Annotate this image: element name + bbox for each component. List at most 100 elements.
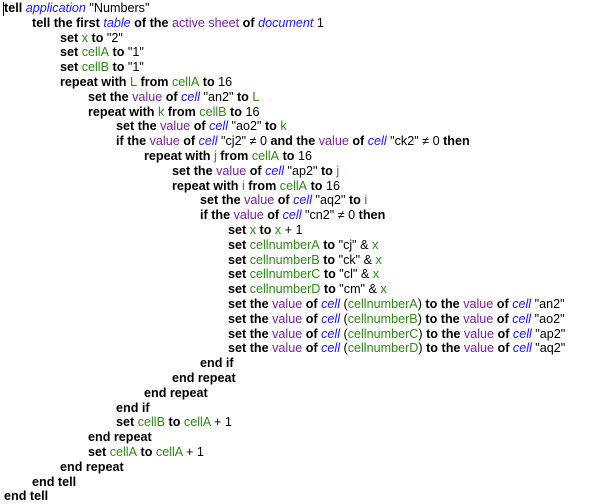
code-token-keyword: repeat with bbox=[60, 75, 130, 89]
code-line[interactable]: repeat with L from cellA to 16 bbox=[60, 75, 232, 90]
code-token-keyword: to bbox=[165, 415, 184, 430]
code-token-literal: "1" bbox=[127, 45, 144, 60]
code-line[interactable]: set cellnumberD to "cm" & x bbox=[228, 282, 387, 297]
code-token-literal: 16 bbox=[218, 75, 233, 89]
code-line[interactable]: tell the first table of the active sheet… bbox=[32, 16, 324, 31]
code-line[interactable]: if the value of cell "cn2" ≠ 0 then bbox=[200, 208, 385, 223]
code-token-literal: "Numbers" bbox=[85, 1, 150, 15]
code-token-variable: cellnumberB bbox=[347, 311, 418, 326]
code-line[interactable]: set cellB to cellA + 1 bbox=[116, 415, 232, 430]
code-token-literal: 16 bbox=[245, 104, 260, 119]
code-token-keyword: of bbox=[302, 326, 322, 341]
code-token-variable: cellA bbox=[109, 445, 137, 459]
code-token-property: value bbox=[216, 163, 247, 178]
code-token-keyword: to bbox=[88, 30, 107, 45]
code-line[interactable]: set the value of cell (cellnumberB) to t… bbox=[228, 312, 565, 327]
code-line[interactable]: set cellnumberA to "cj" & x bbox=[228, 238, 378, 253]
code-token-literal: ) bbox=[417, 297, 426, 311]
code-token-application-term: cell bbox=[512, 297, 532, 311]
code-token-keyword: to bbox=[320, 163, 337, 178]
code-line[interactable]: set the value of cell (cellnumberD) to t… bbox=[228, 341, 565, 356]
code-token-variable: L bbox=[252, 89, 260, 104]
code-line[interactable]: set the value of cell "ap2" to j bbox=[172, 164, 339, 179]
code-token-keyword: to the bbox=[426, 326, 464, 341]
code-line[interactable]: end repeat bbox=[88, 430, 152, 445]
code-line[interactable]: set cellA to cellA + 1 bbox=[88, 445, 204, 460]
code-token-keyword: of bbox=[348, 134, 368, 149]
code-token-keyword: of bbox=[493, 297, 513, 311]
code-token-keyword: end tell bbox=[32, 474, 77, 489]
code-token-property: value bbox=[132, 89, 163, 104]
code-token-variable: cellnumberC bbox=[249, 267, 321, 282]
code-token-keyword: of bbox=[494, 341, 513, 356]
code-line[interactable]: end repeat bbox=[144, 386, 208, 401]
code-token-variable: x bbox=[372, 237, 379, 252]
code-token-literal: "cl" & bbox=[339, 267, 373, 282]
code-token-application-term: application bbox=[25, 1, 86, 15]
code-line[interactable]: end repeat bbox=[172, 371, 236, 386]
code-token-variable: L bbox=[129, 75, 137, 89]
code-token-variable: cellnumberD bbox=[249, 282, 321, 297]
code-token-keyword: set the bbox=[88, 89, 133, 104]
code-token-literal: ( bbox=[340, 311, 348, 326]
code-token-literal: + 1 bbox=[210, 415, 232, 430]
code-line[interactable]: set cellA to "1" bbox=[60, 45, 144, 60]
code-token-keyword: repeat with bbox=[172, 178, 242, 193]
code-line[interactable]: repeat with i from cellA to 16 bbox=[172, 179, 340, 194]
code-token-literal: "cn2" ≠ 0 bbox=[301, 208, 359, 223]
code-token-keyword: to bbox=[226, 104, 246, 119]
code-token-keyword: of bbox=[494, 326, 513, 341]
code-token-variable: i bbox=[364, 193, 368, 208]
code-line[interactable]: set the value of cell "an2" to L bbox=[88, 90, 259, 105]
code-token-keyword: set the bbox=[228, 297, 273, 311]
code-line[interactable]: set the value of cell "aq2" to i bbox=[200, 193, 367, 208]
code-token-variable: x bbox=[380, 282, 387, 297]
code-line[interactable]: set cellnumberC to "cl" & x bbox=[228, 267, 379, 282]
code-token-variable: k bbox=[157, 104, 165, 119]
code-line[interactable]: end tell bbox=[4, 489, 48, 504]
code-line[interactable]: repeat with k from cellB to 16 bbox=[88, 105, 259, 120]
code-token-variable: k bbox=[280, 119, 287, 134]
code-token-keyword: to bbox=[307, 178, 326, 193]
code-token-literal: ( bbox=[340, 297, 348, 311]
code-line[interactable]: set cellnumberB to "ck" & x bbox=[228, 253, 382, 268]
code-token-variable: cellnumberB bbox=[249, 252, 320, 267]
code-token-property: value bbox=[463, 297, 494, 311]
code-token-keyword: tell the first bbox=[32, 15, 104, 30]
code-token-application-term: cell bbox=[265, 163, 284, 178]
code-token-keyword: if the bbox=[116, 134, 150, 149]
code-token-keyword: of bbox=[302, 341, 322, 356]
code-line[interactable]: end if bbox=[116, 401, 150, 416]
code-token-property: active sheet bbox=[171, 15, 240, 30]
code-token-keyword: then bbox=[443, 134, 470, 149]
code-line[interactable]: if the value of cell "cj2" ≠ 0 and the v… bbox=[116, 134, 470, 149]
code-token-keyword: to bbox=[279, 149, 298, 163]
code-token-keyword: end repeat bbox=[144, 385, 208, 400]
code-line[interactable]: end if bbox=[200, 356, 234, 371]
code-token-keyword: set the bbox=[228, 326, 273, 341]
code-line[interactable]: set x to "2" bbox=[60, 31, 123, 46]
code-line[interactable]: tell application "Numbers" bbox=[4, 1, 149, 16]
code-token-application-term: cell bbox=[512, 326, 532, 341]
code-token-keyword: to the bbox=[425, 297, 464, 311]
code-line[interactable]: set cellB to "1" bbox=[60, 60, 144, 75]
code-token-variable: j bbox=[336, 163, 340, 178]
code-token-keyword: of bbox=[493, 311, 513, 326]
code-token-literal: "cm" & bbox=[339, 282, 381, 297]
code-line[interactable]: repeat with j from cellA to 16 bbox=[144, 149, 312, 164]
code-line[interactable]: set the value of cell (cellnumberC) to t… bbox=[228, 327, 565, 342]
code-line[interactable]: set x to x + 1 bbox=[228, 223, 303, 238]
code-token-keyword: to bbox=[256, 223, 275, 237]
code-token-keyword: end repeat bbox=[88, 430, 152, 445]
code-line[interactable]: end repeat bbox=[60, 460, 124, 475]
code-line[interactable]: set the value of cell (cellnumberA) to t… bbox=[228, 297, 565, 312]
code-token-property: value bbox=[244, 193, 275, 208]
code-token-application-term: cell bbox=[321, 311, 340, 326]
code-line[interactable]: set the value of cell "ao2" to k bbox=[116, 119, 287, 134]
code-token-keyword: set bbox=[60, 45, 82, 60]
code-token-literal: "2" bbox=[106, 30, 123, 45]
code-token-keyword: of bbox=[246, 163, 266, 178]
code-token-keyword: tell bbox=[4, 1, 26, 15]
code-line[interactable]: end tell bbox=[32, 475, 76, 490]
